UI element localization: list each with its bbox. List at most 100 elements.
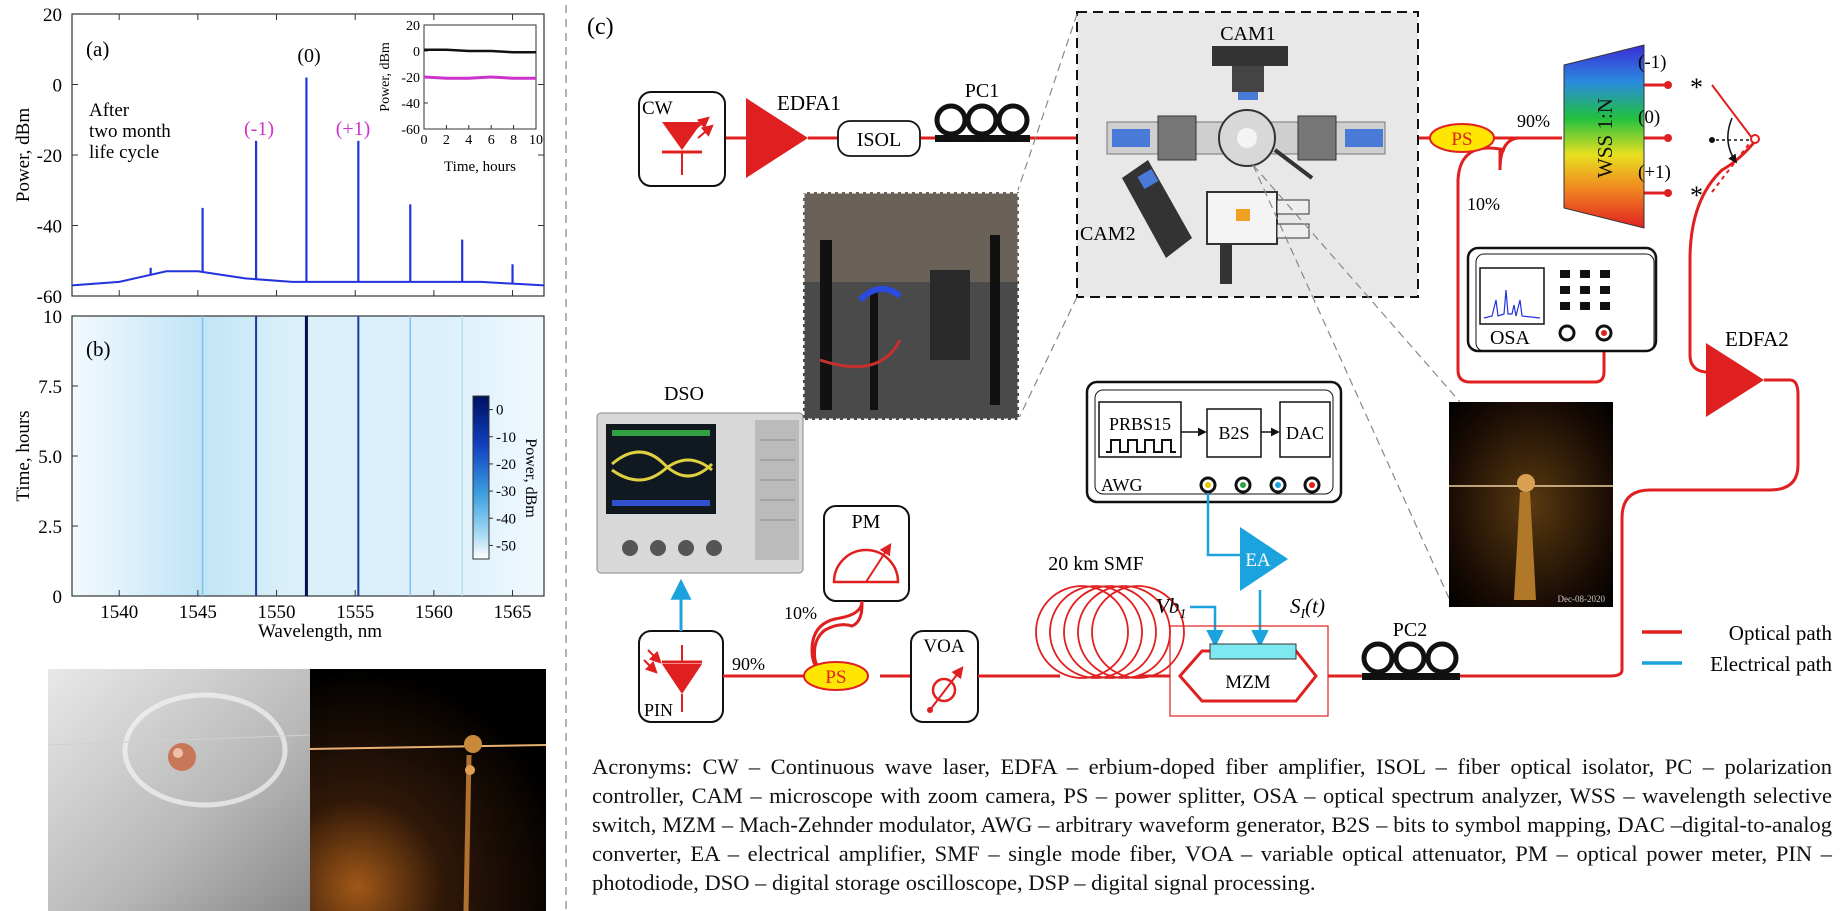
spectrum-peaks <box>149 77 514 284</box>
heatmap-lines <box>201 316 463 596</box>
ratio-10-bottom: 10% <box>784 603 817 623</box>
vb-label: Vb1 <box>1156 594 1186 622</box>
colorbar-tick-label: -20 <box>496 457 516 473</box>
cam1-label: CAM1 <box>1220 23 1276 45</box>
chart-b-y-ticks: 10 7.5 5.0 2.5 0 <box>38 307 78 608</box>
isol-label: ISOL <box>857 129 901 151</box>
annotation-line-1: After <box>89 100 130 121</box>
ratio-90-bottom: 90% <box>732 654 765 674</box>
power-splitter-top: PS <box>1429 123 1495 153</box>
prbs-label: PRBS15 <box>1109 414 1171 434</box>
inset-xtick-label: 0 <box>421 133 428 148</box>
panel-label-c: (c) <box>587 14 614 40</box>
inset-ytick-label: 20 <box>406 19 420 34</box>
peak-label-plus1: (+1) <box>336 118 371 140</box>
colorbar-tick-label: -10 <box>496 430 516 446</box>
edfa1-amplifier: EDFA1 <box>746 91 841 178</box>
chart-b-xtick-label: 1555 <box>336 602 374 623</box>
inset-xtick-label: 6 <box>488 133 495 148</box>
port-star-top: * <box>1690 73 1703 102</box>
chart-a-y-ticks: 200-20-40-60 <box>37 5 544 308</box>
inset-xtick-label: 8 <box>510 133 517 148</box>
edfa2-amplifier: EDFA2 <box>1706 327 1789 417</box>
chart-a-ytick-label: 20 <box>43 5 62 26</box>
ea-label: EA <box>1245 550 1271 571</box>
ps-top-label: PS <box>1451 129 1472 150</box>
wss-switch: WSS 1:N <box>1563 44 1645 229</box>
pc2-label: PC2 <box>1393 619 1427 641</box>
chart-b-xtick-label: 1540 <box>100 602 138 623</box>
pm-power-meter: PM <box>823 505 910 602</box>
panel-label-a: (a) <box>86 37 109 61</box>
edfa1-label: EDFA1 <box>777 91 841 115</box>
zoom-lines <box>1017 13 1461 608</box>
dso-oscilloscope: DSO <box>596 383 804 574</box>
dso-label: DSO <box>664 383 704 405</box>
annotation-line-3: life cycle <box>89 142 159 163</box>
ea-electrical-amplifier: EA <box>1190 493 1288 648</box>
legend-electrical-label: Electrical path <box>1710 652 1832 676</box>
photo-resonator-dark <box>309 669 547 911</box>
microscope-setup: CAM1 CAM2 <box>1076 11 1419 298</box>
colorbar-tick-label: -30 <box>496 484 516 500</box>
panel-label-b: (b) <box>86 337 111 361</box>
annotation-line-2: two month <box>89 121 171 142</box>
b2s-label: B2S <box>1218 423 1249 443</box>
cam2-label: CAM2 <box>1080 223 1136 245</box>
chart-b-xtick-label: 1550 <box>258 602 296 623</box>
chart-b-ytick-label: 10 <box>43 307 62 328</box>
mzm-modulator: MZM <box>1169 625 1329 717</box>
isolator: ISOL <box>837 120 921 157</box>
chart-a-ytick-label: -60 <box>37 287 62 308</box>
osa-label: OSA <box>1490 327 1531 349</box>
chart-a-x-ticks <box>118 14 514 296</box>
photo-stamp: Dec-08-2020 <box>1558 594 1606 604</box>
inset-xtick-label: 2 <box>443 133 450 148</box>
chart-b-ytick-label: 5.0 <box>38 447 62 468</box>
chart-b-ytick-label: 7.5 <box>38 377 62 398</box>
chart-a-ytick-label: -20 <box>37 146 62 167</box>
colorbar-tick-label: 0 <box>496 403 504 419</box>
pm-label: PM <box>852 511 881 533</box>
colorbar-tick-label: -40 <box>496 511 516 527</box>
power-splitter-bottom: PS <box>803 661 869 691</box>
port-0-label: (0) <box>1638 107 1660 128</box>
chart-b-ytick-label: 0 <box>53 587 63 608</box>
ps-bottom-label: PS <box>825 667 846 688</box>
inset-series-side-order <box>423 75 536 80</box>
chart-a-ytick-label: 0 <box>53 76 63 97</box>
heatmap-area <box>71 315 545 597</box>
voa-attenuator: VOA <box>910 630 979 723</box>
photo-lab-setup <box>801 190 1021 422</box>
inset-ytick-label: -20 <box>401 71 420 86</box>
port-star-bottom: * <box>1690 181 1703 210</box>
cw-laser: CW <box>638 91 726 187</box>
chart-a-ylabel: Power, dBm <box>13 108 34 202</box>
chart-b-ytick-label: 2.5 <box>38 517 62 538</box>
photo-resonator-closeup: Dec-08-2020 <box>1449 402 1613 607</box>
peak-label-minus1: (-1) <box>244 118 274 140</box>
port-plus1-label: (+1) <box>1638 162 1671 183</box>
mzm-label: MZM <box>1225 672 1271 693</box>
chart-b-xtick-label: 1565 <box>494 602 532 623</box>
ratio-90-top: 90% <box>1517 111 1550 131</box>
inset-xlabel: Time, hours <box>444 159 516 175</box>
ratio-10-top: 10% <box>1467 194 1500 214</box>
awg-generator: PRBS15 B2S DAC AWG <box>1085 380 1343 504</box>
legend: Optical path Electrical path <box>1642 621 1832 676</box>
wss-ports: (-1) (0) (+1) * * <box>1638 52 1760 210</box>
chart-a: 200-20-40-60 Power, dBm (a) After two mo… <box>13 5 545 308</box>
si-label: SI(t) <box>1290 594 1325 622</box>
colorbar <box>472 395 490 560</box>
awg-label: AWG <box>1101 475 1143 495</box>
pin-label: PIN <box>644 700 673 720</box>
chart-a-ytick-label: -40 <box>37 217 62 238</box>
peak-label-zero: (0) <box>297 45 320 67</box>
acronyms-caption: Acronyms: CW – Continuous wave laser, ED… <box>592 754 1832 895</box>
inset-ylabel: Power, dBm <box>378 42 393 112</box>
dac-label: DAC <box>1286 423 1324 443</box>
